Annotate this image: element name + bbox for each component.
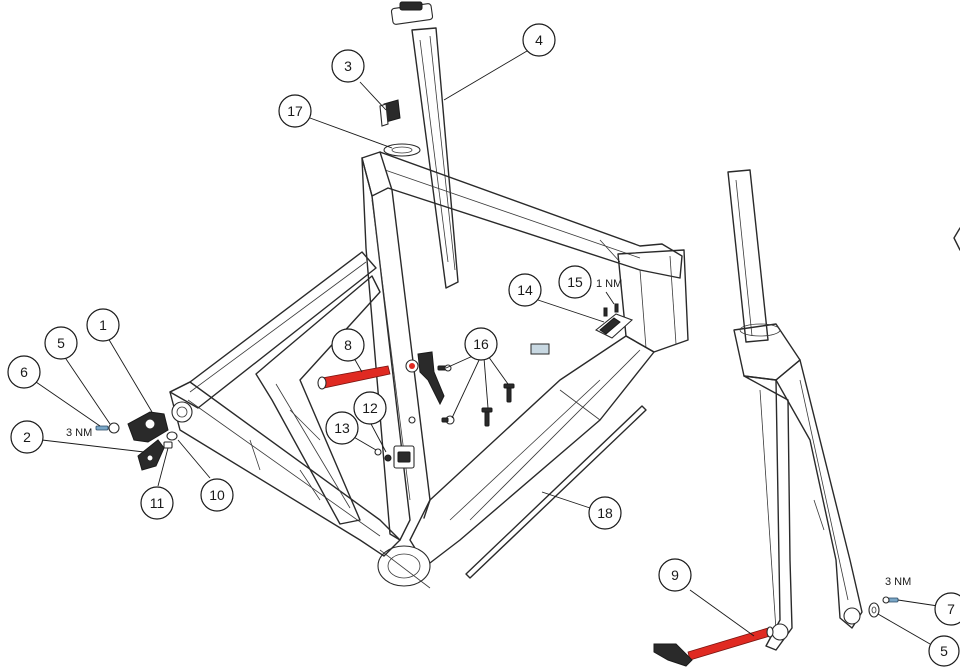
svg-text:3: 3	[344, 58, 352, 74]
bolts	[437, 364, 515, 427]
callout-7: 7	[934, 592, 960, 626]
callout-17: 17	[278, 94, 312, 128]
callout-9: 9	[658, 558, 692, 592]
svg-text:2: 2	[23, 429, 31, 445]
svg-text:7: 7	[947, 601, 955, 617]
callout-13: 13	[325, 411, 359, 445]
svg-text:5: 5	[57, 335, 65, 351]
svg-text:6: 6	[20, 364, 28, 380]
svg-text:11: 11	[150, 495, 165, 511]
seat-clamp-wedge	[379, 99, 401, 127]
callout-6: 6	[7, 355, 41, 389]
callout-14: 14	[508, 273, 542, 307]
cable-port-cover	[594, 313, 634, 339]
svg-text:18: 18	[597, 505, 613, 521]
svg-text:17: 17	[287, 103, 303, 119]
bolt	[481, 407, 493, 427]
callout-11: 11	[140, 486, 174, 520]
svg-text:14: 14	[517, 282, 533, 298]
callout-4: 4	[522, 23, 556, 57]
svg-text:5: 5	[940, 643, 948, 659]
seatpost	[390, 1, 459, 289]
hanger-washers	[163, 431, 178, 449]
callout-12: 12	[353, 391, 387, 425]
seat-tube-hardware	[393, 351, 445, 469]
derailleur-hanger	[127, 411, 169, 471]
callout-18: 18	[588, 496, 622, 530]
callout-1: 1	[86, 308, 120, 342]
torque-label-hanger: 3 NM	[66, 427, 92, 439]
svg-text:1: 1	[99, 317, 107, 333]
callout-2: 2	[10, 420, 44, 454]
seat-clamp-cover	[383, 143, 421, 157]
svg-text:12: 12	[362, 400, 378, 416]
svg-text:9: 9	[671, 567, 679, 583]
fork-bolt	[882, 596, 899, 604]
internal-cable-rod	[465, 405, 647, 579]
frame	[169, 151, 689, 589]
svg-text:13: 13	[334, 420, 350, 436]
torque-label-fork: 3 NM	[885, 576, 911, 588]
bolt	[441, 415, 455, 425]
fork-nut	[868, 602, 880, 618]
hanger-bolt	[95, 422, 120, 434]
fork	[727, 169, 863, 651]
callout-3: 3	[331, 49, 365, 83]
torque-label-cable-port: 1 NM	[596, 278, 622, 290]
callout-5: 5	[44, 326, 78, 360]
bolt	[503, 383, 515, 403]
callout-5-fork: 5	[928, 635, 960, 667]
svg-text:10: 10	[209, 487, 225, 503]
front-thru-axle	[653, 626, 774, 667]
rear-thru-axle	[317, 365, 391, 390]
svg-text:4: 4	[535, 32, 543, 48]
callout-10: 10	[200, 478, 234, 512]
port-screws	[603, 303, 619, 317]
frame-port	[530, 343, 550, 355]
callout-15: 15	[558, 265, 592, 299]
edge-fragment	[953, 227, 960, 251]
leader-lines	[35, 50, 939, 645]
callout-8: 8	[331, 328, 365, 362]
svg-text:15: 15	[567, 274, 583, 290]
svg-text:8: 8	[344, 337, 352, 353]
svg-text:16: 16	[473, 336, 489, 352]
callout-16: 16	[464, 327, 498, 361]
bolt	[437, 364, 452, 372]
small-washers	[374, 448, 392, 462]
